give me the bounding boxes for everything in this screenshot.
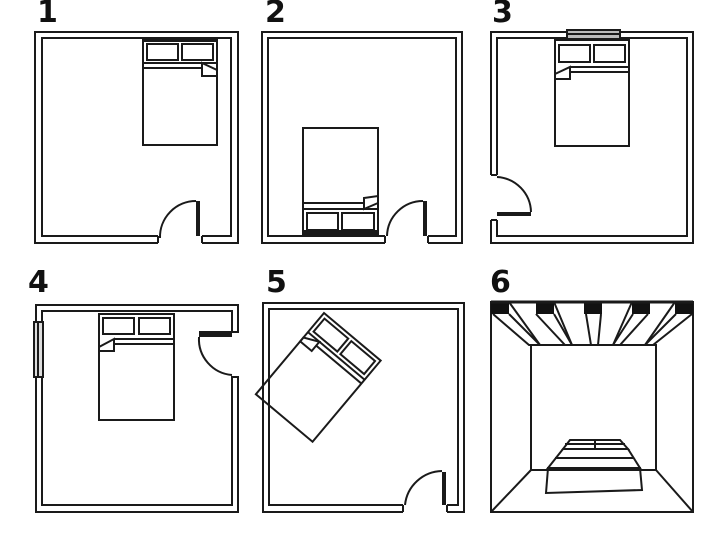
panel-label-3: 3: [492, 0, 513, 30]
panel-label-6: 6: [490, 265, 511, 300]
bed-icon: [554, 39, 630, 147]
door-icon: [386, 200, 427, 237]
door-icon: [158, 200, 200, 239]
door-icon: [404, 470, 446, 506]
window-icon: [566, 29, 621, 40]
bed-icon: [98, 313, 175, 421]
bed-icon: [254, 311, 383, 444]
window-icon: [33, 321, 44, 378]
room-plan-2: [261, 31, 463, 244]
door-icon: [496, 176, 532, 216]
door-icon: [197, 333, 233, 376]
panel-label-4: 4: [28, 265, 49, 300]
panel-label-5: 5: [266, 265, 287, 300]
room-plan-5: [254, 302, 465, 513]
bed-icon: [544, 439, 644, 495]
panel-label-1: 1: [37, 0, 58, 30]
panel-label-2: 2: [265, 0, 286, 30]
room-plan-1: [34, 31, 239, 244]
bed-icon: [142, 38, 218, 146]
room-plan-3: [490, 29, 694, 244]
ceiling-beams: [491, 300, 693, 346]
bed-icon: [302, 127, 379, 235]
room-plan-4: [33, 304, 239, 513]
room-perspective-6: [490, 300, 694, 513]
